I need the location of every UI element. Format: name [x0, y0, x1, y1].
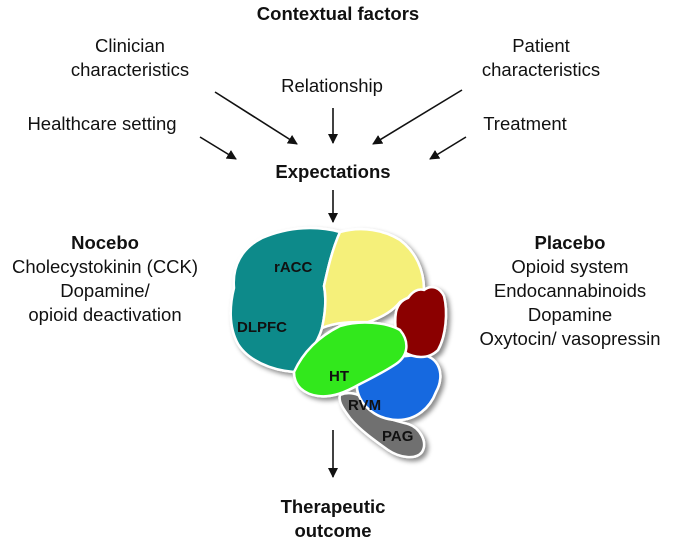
patient-characteristics-label: Patient characteristics: [466, 34, 616, 82]
arrow-clinician: [214, 91, 298, 145]
patient-line1: Patient: [512, 35, 570, 56]
nocebo-item: Dopamine/: [60, 280, 150, 301]
brain-illustration: [229, 226, 448, 459]
arrow-healthcare: [199, 136, 237, 160]
clinician-characteristics-label: Clinician characteristics: [55, 34, 205, 82]
nocebo-title: Nocebo: [71, 232, 139, 253]
therapeutic-outcome-label: Therapeutic outcome: [243, 495, 423, 543]
brain-label-racc: rACC: [274, 259, 313, 276]
outcome-line1: Therapeutic: [280, 496, 386, 517]
clinician-line2: characteristics: [70, 59, 190, 80]
brain-label-ht: HT: [329, 368, 349, 385]
nocebo-item: opioid deactivation: [28, 304, 182, 325]
nocebo-item: Cholecystokinin (CCK): [11, 256, 199, 277]
relationship-label: Relationship: [281, 75, 383, 96]
nocebo-block: Nocebo Cholecystokinin (CCK) Dopamine/ o…: [0, 231, 210, 327]
placebo-item: Opioid system: [511, 256, 629, 277]
brain-region-ht: [292, 321, 408, 398]
expectations-label: Expectations: [275, 161, 391, 182]
brain-region-racc: [320, 227, 426, 330]
arrow-patient: [372, 89, 463, 145]
placebo-title: Placebo: [534, 232, 606, 253]
clinician-line1: Clinician: [95, 35, 165, 56]
brain-label-pag: PAG: [382, 428, 413, 445]
diagram-title: Contextual factors: [256, 3, 420, 24]
brain-label-dlpfc: DLPFC: [237, 319, 287, 336]
patient-line2: characteristics: [481, 59, 601, 80]
healthcare-setting-label: Healthcare setting: [27, 113, 177, 134]
placebo-block: Placebo Opioid system Endocannabinoids D…: [463, 231, 677, 351]
treatment-label: Treatment: [483, 113, 567, 134]
brain-label-rvm: RVM: [348, 397, 381, 414]
placebo-item: Dopamine: [527, 304, 613, 325]
placebo-item: Oxytocin/ vasopressin: [479, 328, 661, 349]
placebo-item: Endocannabinoids: [493, 280, 647, 301]
arrow-treatment: [429, 136, 467, 160]
outcome-line2: outcome: [294, 520, 372, 541]
